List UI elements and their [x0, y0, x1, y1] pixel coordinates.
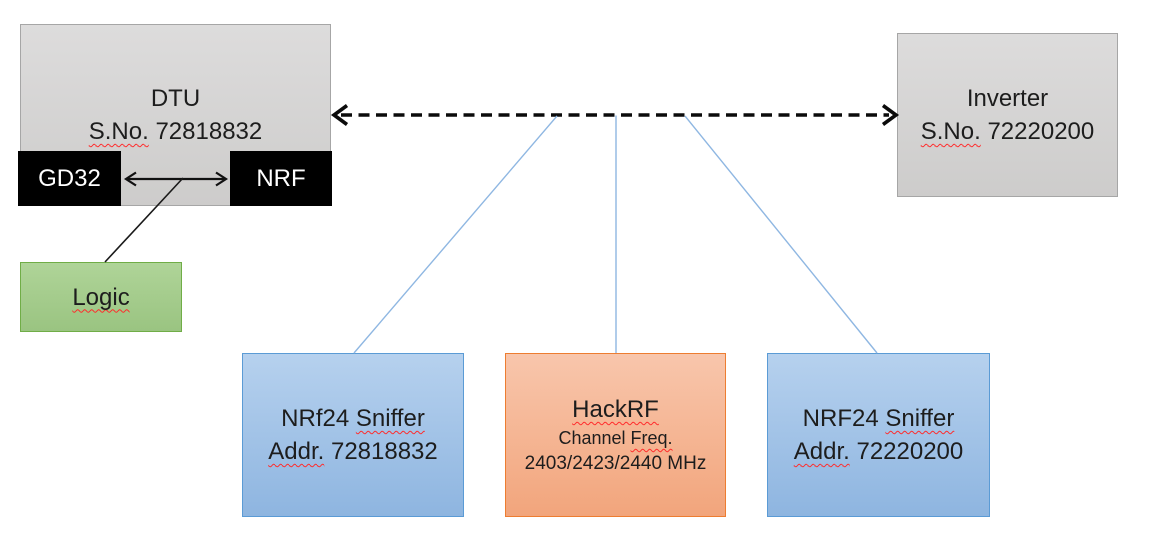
sniffer-right-name-prefix: NRF24: [802, 405, 879, 432]
sniffer-left-addr-label: Addr.: [268, 438, 325, 465]
sniffer-right-addr-label: Addr.: [793, 438, 850, 465]
inverter-title: Inverter: [966, 85, 1049, 112]
hackrf-subtitle-suffix: Freq.: [630, 428, 673, 448]
rf-link-arrowhead-left-icon: [330, 104, 349, 126]
tap-line-sniffer-right: [684, 115, 878, 354]
gd32-chip-box: GD32: [18, 151, 121, 206]
hackrf-box: HackRF Channel Freq. 2403/2423/2440 MHz: [505, 353, 726, 517]
tap-line-sniffer-left: [353, 115, 558, 354]
hackrf-title-line: HackRF: [506, 393, 725, 426]
logic-box: Logic: [20, 262, 182, 332]
inverter-box: Inverter S.No. 72220200: [897, 33, 1118, 197]
sniffer-right-box: NRF24 Sniffer Addr. 72220200: [767, 353, 990, 517]
nrf-label: NRF: [256, 165, 306, 192]
inverter-sno-label: S.No.: [920, 118, 981, 145]
sniffer-right-name-line: NRF24 Sniffer: [768, 402, 989, 435]
dtu-sno-label: S.No.: [88, 118, 149, 145]
dtu-title: DTU: [150, 85, 201, 112]
sniffer-right-name-suffix: Sniffer: [885, 405, 955, 432]
sniffer-right-address: 72220200: [856, 438, 964, 465]
nrf-chip-box: NRF: [230, 151, 332, 206]
hackrf-title: HackRF: [572, 396, 659, 423]
hackrf-frequencies: 2403/2423/2440 MHz: [524, 453, 707, 474]
logic-label: Logic: [72, 283, 130, 311]
inverter-serial-line: S.No. 72220200: [898, 115, 1117, 148]
sniffer-left-address: 72818832: [330, 438, 438, 465]
inverter-serial-number: 72220200: [987, 118, 1095, 145]
sniffer-left-box: NRf24 Sniffer Addr. 72818832: [242, 353, 464, 517]
logic-label-line: Logic: [21, 281, 181, 314]
sniffer-left-addr-line: Addr. 72818832: [243, 435, 463, 468]
rf-link-arrowhead-right-icon: [881, 104, 900, 126]
hackrf-subtitle-line: Channel Freq.: [506, 426, 725, 451]
hackrf-subtitle-prefix: Channel: [558, 428, 626, 448]
sniffer-right-addr-line: Addr. 72220200: [768, 435, 989, 468]
sniffer-left-name-prefix: NRf24: [281, 405, 350, 432]
sniffer-left-name-suffix: Sniffer: [355, 405, 425, 432]
gd32-label: GD32: [38, 165, 101, 192]
sniffer-left-name-line: NRf24 Sniffer: [243, 402, 463, 435]
dtu-serial-line: S.No. 72818832: [21, 115, 330, 148]
dtu-serial-number: 72818832: [155, 118, 263, 145]
